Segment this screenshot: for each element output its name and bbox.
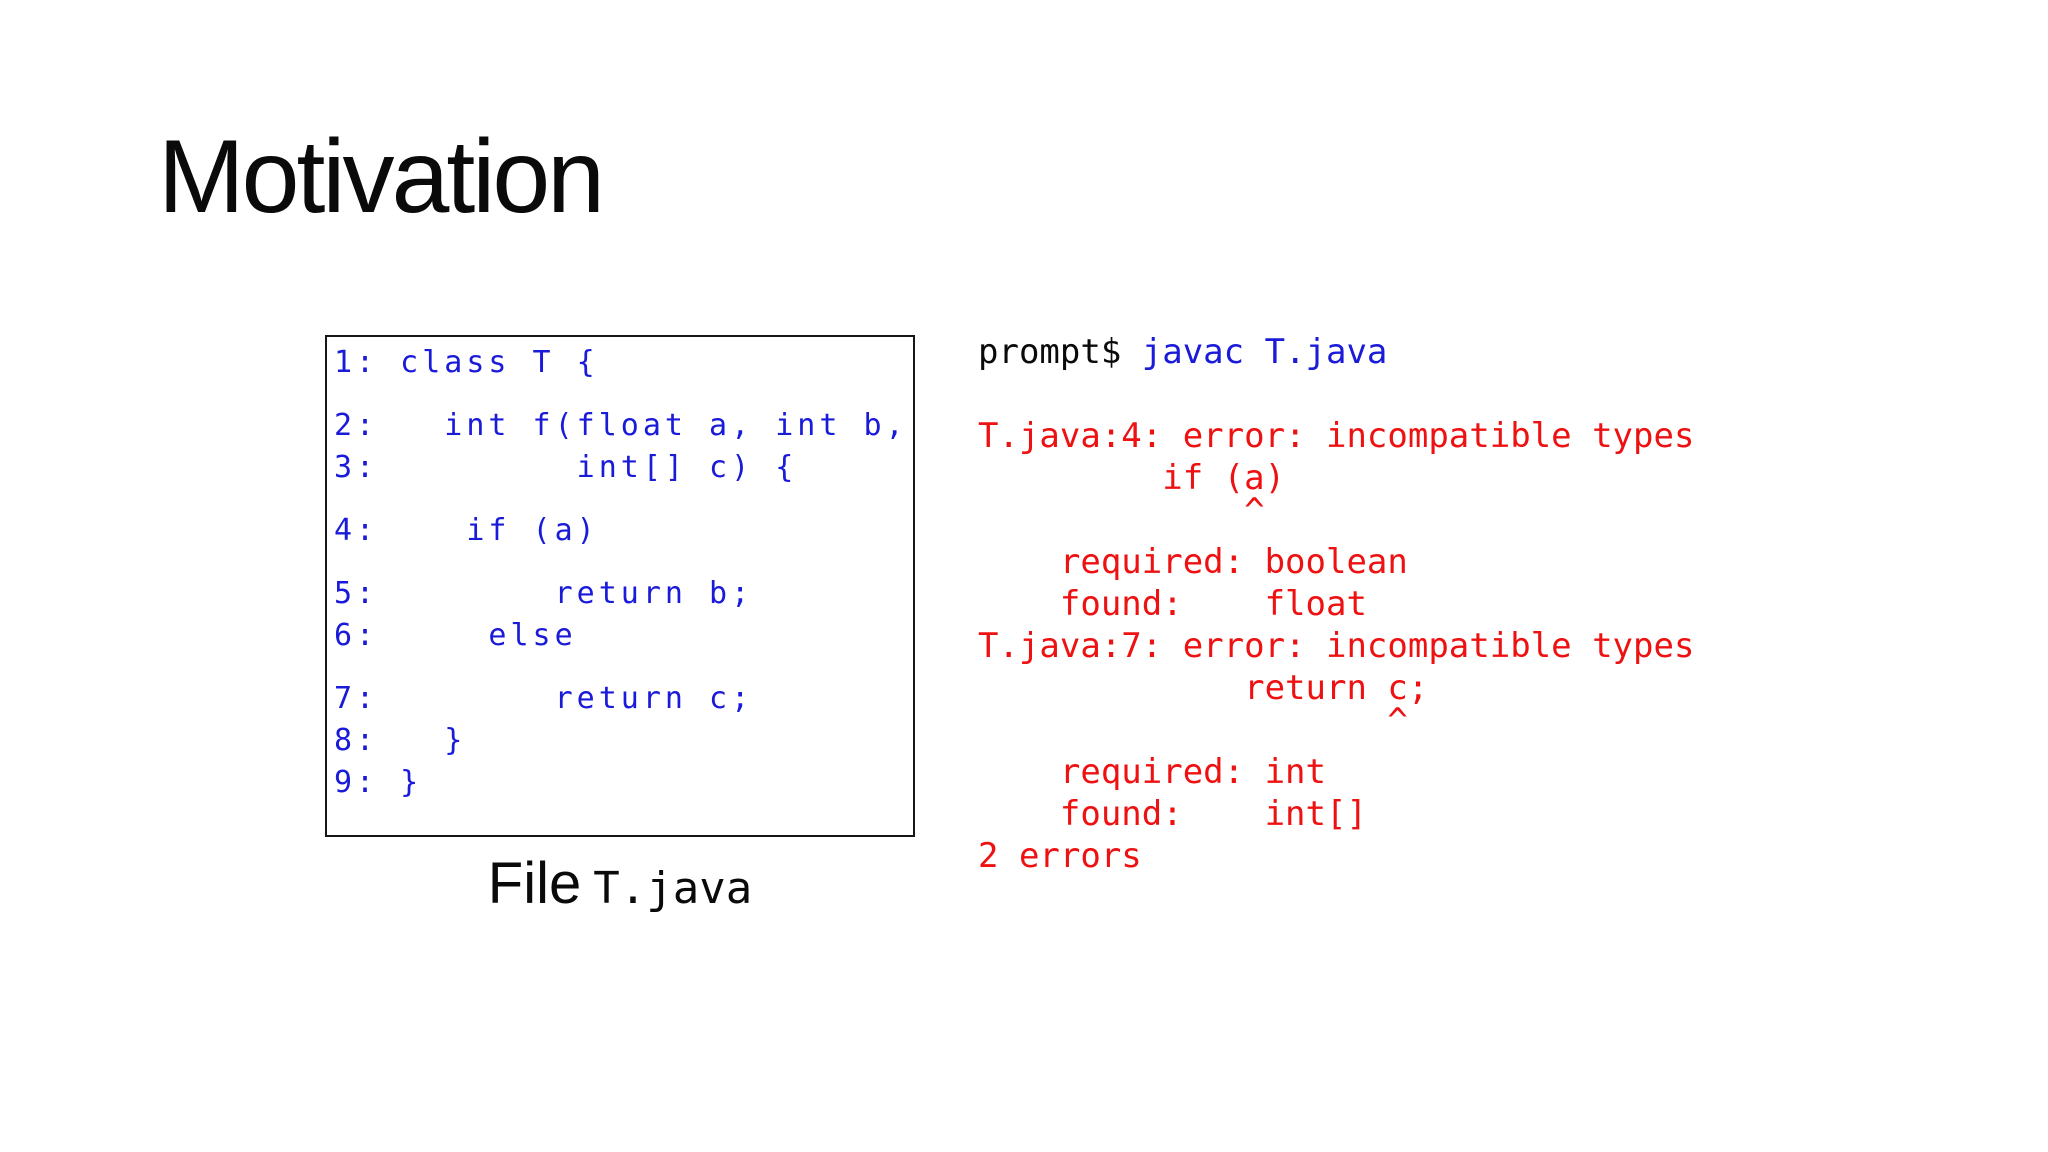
terminal-prompt-line: prompt$ javac T.java [978, 331, 1694, 373]
code-line: 6: else [334, 618, 577, 653]
command-text: javac T.java [1141, 332, 1388, 372]
terminal-output: prompt$ javac T.java T.java:4: error: in… [978, 331, 1694, 877]
page-title: Motivation [158, 119, 605, 235]
prompt-label: prompt$ [978, 332, 1142, 372]
terminal-error-line: T.java:7: error: incompatible types [978, 626, 1695, 666]
terminal-caret-line: ^ [978, 701, 1408, 741]
code-line: 5: return b; [334, 576, 754, 611]
code-paragraph: 1: class T { [334, 342, 913, 384]
code-paragraph: 4: if (a) [334, 510, 913, 552]
code-line: 4: if (a) [334, 513, 599, 548]
terminal-blank-line [978, 373, 1694, 415]
terminal-error-line: T.java:4: error: incompatible types [978, 416, 1695, 456]
code-line: 7: return c; [334, 681, 754, 716]
code-box: 1: class T { 2: int f(float a, int b, 3:… [325, 335, 915, 837]
code-paragraph: 2: int f(float a, int b, 3: int[] c) { [334, 405, 913, 489]
terminal-source-line: return c; [978, 668, 1429, 708]
code-line: 9: } [334, 765, 423, 800]
code-line: 3: int[] c) { [334, 450, 798, 485]
terminal-required-line: required: int [978, 752, 1326, 792]
code-line: 8: } [334, 723, 467, 758]
terminal-found-line: found: float [978, 584, 1367, 624]
terminal-required-line: required: boolean [978, 542, 1408, 582]
code-line: 1: class T { [334, 345, 599, 380]
code-paragraph: 7: return c; 8: } 9: } [334, 678, 913, 804]
code-line: 2: int f(float a, int b, [334, 408, 908, 443]
caption-filename: T.java [593, 863, 753, 914]
code-paragraph: 5: return b; 6: else [334, 573, 913, 657]
caption-file-label: File [487, 851, 582, 916]
terminal-error-count-line: 2 errors [978, 836, 1142, 876]
terminal-source-line: if (a) [978, 458, 1286, 498]
terminal-found-line: found: int[] [978, 794, 1367, 834]
terminal-caret-line: ^ [978, 491, 1265, 531]
